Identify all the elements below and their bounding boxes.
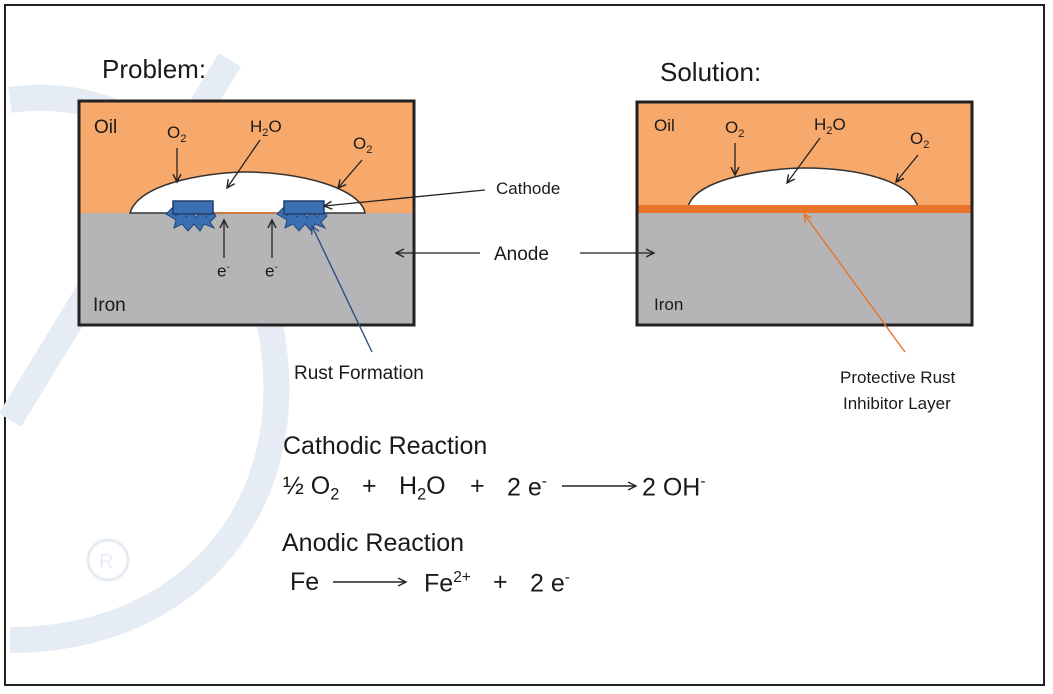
figure-frame: [4, 4, 1045, 686]
panel-border: [635, 100, 974, 327]
o2-right-arrow: [338, 159, 363, 188]
problem-panel: [77, 99, 416, 327]
electron-label: e-: [217, 261, 230, 281]
inhibitor-layer: [637, 205, 972, 213]
oil-label: Oil: [654, 116, 675, 135]
solution-panel: [635, 100, 974, 327]
anodic-reaction-title: Anodic Reaction: [282, 529, 465, 557]
anodic-product: Fe2+: [424, 569, 471, 598]
svg-text:R: R: [99, 551, 113, 573]
problem-heading: Problem:: [102, 54, 207, 84]
iron-layer: [637, 209, 972, 325]
iron-label: Iron: [654, 295, 684, 314]
rust-deposit-left: [165, 200, 217, 232]
protective-layer-label-line2: Inhibitor Layer: [843, 394, 951, 413]
electron-label: e-: [265, 261, 278, 281]
solution-heading: Solution:: [660, 57, 762, 87]
iron-label: Iron: [93, 295, 126, 316]
protective-layer-label-line1: Protective Rust: [840, 368, 956, 387]
o2-label: O2: [353, 134, 373, 156]
water-droplet: [687, 167, 920, 208]
cathodic-reactant-o2: ½ O2: [283, 472, 340, 504]
cathodic-reaction-title: Cathodic Reaction: [283, 432, 488, 460]
rust-deposit-right: [276, 200, 328, 232]
anodic-electrons: 2 e-: [530, 569, 570, 598]
anode-label: Anode: [494, 244, 549, 265]
h2o-label: H2O: [814, 115, 846, 137]
o2-label: O2: [910, 129, 930, 151]
cathodic-plus-1: +: [362, 472, 377, 500]
inhibitor-pointer: [804, 214, 906, 353]
rust-formation-pointer: [312, 226, 373, 353]
cathodic-product: 2 OH-: [642, 473, 706, 502]
cathodic-plus-2: +: [470, 472, 485, 500]
cathodic-reactant-h2o: H2O: [399, 472, 446, 504]
iron-layer: [79, 213, 414, 325]
h2o-label: H2O: [250, 117, 282, 139]
h2o-arrow: [227, 139, 261, 188]
o2-label: O2: [167, 123, 187, 145]
rust-formation-label: Rust Formation: [294, 363, 424, 384]
h2o-arrow: [787, 137, 821, 183]
o2-label: O2: [725, 118, 745, 140]
anodic-reactant: Fe: [290, 568, 320, 596]
cathodic-electrons: 2 e-: [507, 473, 547, 502]
cathode-label: Cathode: [496, 179, 561, 198]
oil-label: Oil: [94, 117, 118, 138]
o2-right-arrow: [896, 154, 919, 182]
panel-border: [77, 99, 416, 327]
anodic-plus: +: [493, 568, 508, 596]
cathode-pointer: [324, 189, 486, 206]
